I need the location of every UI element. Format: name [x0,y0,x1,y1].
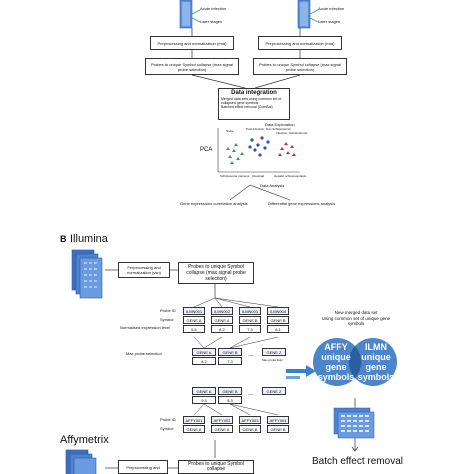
integration-bullet-2: Batched effect removal (ComBat) [221,105,273,109]
affy-symbol-1: GENE A [183,425,205,433]
ilmn-id-1: ILMN001 [183,307,205,315]
max-probe-note: Max probe Expr [262,358,284,362]
pca-blue-points [248,136,270,157]
preprocessing-box-right: Preprocessing and normalization (rma) [258,36,342,50]
ilmn-symbol-3: GENE B [239,316,261,324]
panel-b-letter: B [60,234,67,244]
ilmn-id-3: ILMN003 [239,307,261,315]
affy-collapsed-value-a: 9.4 [192,396,216,404]
merged-dataset-caption: New merged data set Using common set of … [321,310,391,326]
pca-group-infection: Infection, Schistostomic [276,131,308,135]
data-integration-title: Data integration [231,90,277,96]
norm-expr-label: Normalised expression level [120,325,171,330]
data-integration-box: Data integration Merged data sets using … [218,88,290,120]
affy-collapsed-gene-b: GENE B [218,387,242,395]
affy-id-2: AFFY002 [211,416,233,424]
data-exploration-label: Data Exploration [265,122,295,127]
ilmn-value-1: 5.6 [183,325,205,333]
affy-symbol-3: GENE B [239,425,261,433]
collapsed-gene-b: GENE B [218,348,242,356]
collapse-box-right: Probes to unique Symbol collapse (max si… [253,58,347,75]
venn-affy-label: AFFY unique gene symbols [317,342,355,382]
label-acute-right: Acute infection [318,6,345,11]
integration-bullet-1: Merged data sets using common set of col… [221,97,282,105]
affy-probe-id-label: Probe ID [160,417,176,422]
label-acute-left: Acute infection [200,6,227,11]
affy-symbol-2: GENE A [211,425,233,433]
ellipsis-2: ... [248,390,254,397]
affy-id-4: AFFY004 [267,416,289,424]
label-later-right: Later stages [318,19,341,24]
collapse-box-left: Probes to unique Symbol collapse (max si… [145,58,239,75]
affy-collapsed-gene-a: GENE A [192,387,216,395]
pca-axis-word-3: Hepatic schistosomiasis [274,174,307,178]
collapsed-gene-a: GENE A [192,348,216,356]
affymetrix-label: Affymetrix [60,434,109,446]
collapsed-gene-z: GENE Z [262,348,286,356]
ilmn-symbol-1: GENE A [183,316,205,324]
illumina-label: Illumina [70,233,108,245]
data-analysis-label: Data Analysis [260,183,285,188]
ilmn-symbol-2: GENE A [211,316,233,324]
ilmn-value-2: 8.2 [211,325,233,333]
ilmn-value-3: 7.3 [239,325,261,333]
affy-id-1: AFFY001 [183,416,205,424]
pca-red-points [278,142,296,156]
batch-effect-removal-label: Batch effect removal [312,456,403,467]
pca-label: PCA [200,147,213,153]
probe-id-label: Probe ID [160,308,176,313]
preprocessing-box-left: Preprocessing and normalization (rma) [150,36,234,50]
collapsed-value-a: 8.2 [192,357,216,365]
affy-collapsed-value-b: 8.3 [218,396,242,404]
symbol-label: Symbol [160,317,174,322]
label-later-left: Later stages [200,19,223,24]
affy-symbol-4: GENE B [267,425,289,433]
venn-ilmn-label: ILMN unique gene symbols [357,342,395,382]
ilmn-value-4: 6.1 [267,325,289,333]
pca-green-points [226,143,244,164]
pca-group-post: Post-infection, Non-Schistostomic [246,127,291,131]
pca-group-naive: Naive [226,129,234,133]
affy-collapsed-gene-z: GENE Z [262,387,286,395]
ilmn-symbol-4: GENE B [267,316,289,324]
analysis-differential: Differential gene expressions analysis [268,201,336,206]
ellipsis-1: ... [248,351,254,358]
analysis-correlation: Gene expressions correlation analysis [180,201,248,206]
affy-id-3: AFFY003 [239,416,261,424]
ilmn-id-2: ILMN002 [211,307,233,315]
affy-symbol-label: Symbol [160,426,174,431]
illumina-collapse-box: Probes to unique Symbol collapse (max si… [178,262,254,284]
collapsed-value-b: 7.3 [218,357,242,365]
illumina-preprocessing-box: Preprocessing and normalization (vsn) [118,262,170,278]
max-probe-selection-label: Max probe selection [126,351,162,356]
pca-axis-word-1: Schistosoma mansoni [220,174,250,178]
pca-axis-word-2: Intestinal [252,174,265,178]
ilmn-id-4: ILMN004 [267,307,289,315]
